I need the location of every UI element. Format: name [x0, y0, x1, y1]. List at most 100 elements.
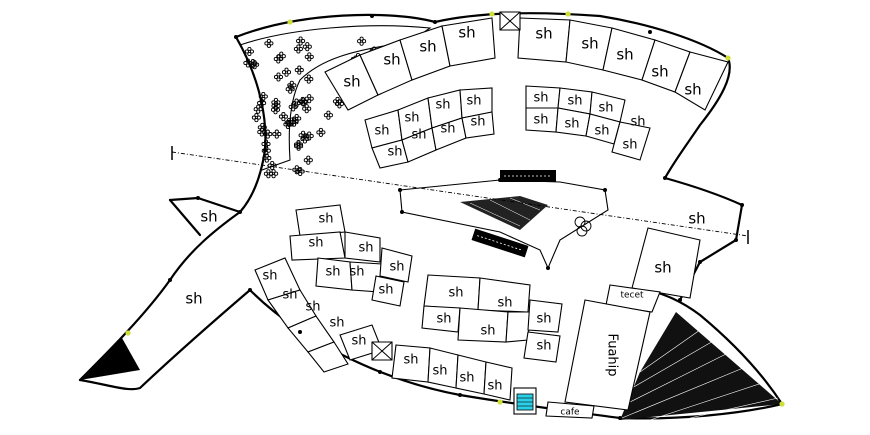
shop-label: sh — [262, 269, 277, 284]
shop-label: sh — [654, 259, 671, 277]
planting-symbol-icon — [281, 67, 292, 77]
planting-symbol-icon — [292, 165, 302, 175]
planting-symbol-icon — [288, 102, 298, 112]
planting-symbol-icon — [243, 58, 253, 68]
column-node — [546, 266, 550, 270]
bottom-center-shops — [421, 274, 563, 363]
inner-shops-left — [364, 87, 495, 169]
planting-symbol-icon — [273, 54, 283, 64]
shop-labels: sh sh sh sh sh sh sh sh sh sh sh sh sh s… — [185, 24, 705, 394]
toilet-label: tecet — [620, 291, 644, 301]
planting-symbol-icon — [251, 113, 261, 123]
planting-symbol-icon — [302, 42, 312, 52]
column-node — [234, 35, 238, 39]
planting-symbol-icon — [303, 155, 313, 165]
planting-symbol-icon — [263, 169, 273, 179]
shop-label: sh — [567, 94, 582, 109]
planting-symbol-icon — [296, 36, 306, 46]
column-node — [378, 370, 382, 374]
top-shops — [324, 11, 729, 111]
bench-symbol-bottom — [471, 228, 529, 258]
planting-symbol-icon — [304, 74, 314, 84]
left-middle-shops — [289, 204, 413, 307]
shop-label: sh — [651, 63, 668, 81]
bottom-row-shops — [391, 344, 513, 401]
planting-symbol-icon — [258, 91, 268, 102]
planting-symbol-icon — [271, 101, 281, 111]
shop-label: sh — [378, 283, 393, 298]
shop-label: sh — [616, 46, 633, 64]
shop-label: sh — [383, 51, 400, 69]
planting-symbol-icon — [244, 46, 254, 57]
shop-label: sh — [480, 324, 495, 339]
lift-symbol — [516, 393, 534, 411]
shop-label: sh — [594, 124, 609, 139]
column-node — [725, 55, 731, 61]
right-fin-hatch — [620, 312, 782, 420]
planting-symbol-icon — [248, 59, 258, 69]
column-node — [498, 178, 502, 182]
shop-label: sh — [688, 210, 705, 228]
planting-symbol-icon — [269, 169, 279, 179]
stair-symbol — [574, 216, 592, 237]
bench-symbol-top — [500, 170, 556, 182]
shop-label: sh — [387, 145, 402, 160]
column-node — [740, 203, 744, 207]
shop-label: sh — [448, 286, 463, 301]
planting-symbol-icon — [276, 51, 286, 61]
cafe-label: cafe — [560, 408, 580, 418]
column-node — [648, 30, 652, 34]
shop-label: sh — [343, 73, 360, 91]
lift-bottom — [371, 341, 393, 361]
shop-label: sh — [622, 138, 637, 153]
shop-label: sh — [389, 260, 404, 275]
shop-label: sh — [598, 101, 613, 116]
shop-label: sh — [497, 296, 512, 311]
shop-label: sh — [470, 115, 485, 130]
shop-label: sh — [533, 113, 548, 128]
column-node — [603, 188, 607, 192]
shop-label: sh — [305, 300, 320, 315]
shop-label: sh — [684, 81, 701, 99]
central-atrium — [399, 179, 609, 270]
planting-symbol-icon — [253, 104, 263, 114]
right-fin-hatch-lines — [621, 329, 779, 421]
planting-symbol-icon — [257, 122, 267, 132]
column-node — [433, 20, 437, 24]
shop-label: sh — [403, 353, 418, 368]
shop-label: sh — [282, 288, 297, 303]
column-node — [734, 238, 738, 242]
column-node — [489, 11, 495, 17]
planting-symbol-icon — [267, 160, 277, 171]
shop-label: sh — [533, 91, 548, 106]
shop-label: sh — [374, 124, 389, 139]
shop-label: sh — [535, 25, 552, 43]
section-line — [171, 146, 749, 244]
planter-triangle — [460, 196, 548, 230]
shop-label: sh — [536, 312, 551, 327]
lift-top — [499, 11, 521, 31]
planting-symbol-icon — [264, 38, 274, 48]
column-node — [248, 288, 252, 292]
shop-label: sh — [200, 208, 217, 226]
shop-label: sh — [466, 94, 481, 109]
column-node — [400, 210, 404, 214]
planting-symbol-icon — [262, 153, 272, 163]
shop-label: sh — [308, 236, 323, 251]
planting-symbol-icon — [273, 72, 284, 82]
planting-area — [239, 25, 432, 171]
column-nodes — [125, 11, 785, 420]
column-node — [678, 298, 682, 302]
planting-symbol-icon — [302, 104, 312, 114]
column-node — [618, 416, 622, 420]
column-node — [238, 210, 242, 214]
planting-symbol-icon — [357, 36, 367, 46]
shop-label: sh — [351, 334, 366, 349]
shop-label: sh — [536, 339, 551, 354]
planting-symbol-icon — [334, 99, 344, 109]
column-node — [370, 14, 374, 18]
shop-label: sh — [404, 111, 419, 126]
column-node — [287, 19, 293, 25]
shop-label: sh — [435, 98, 450, 113]
